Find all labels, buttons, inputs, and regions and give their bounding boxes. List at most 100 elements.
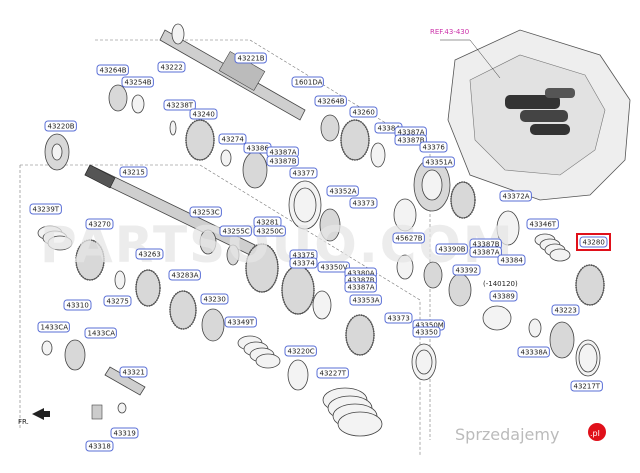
part-label[interactable]: 43392 [452, 264, 481, 276]
part-number-text: 43387B [398, 137, 425, 145]
part-number-text: 43310 [67, 302, 89, 310]
part-label[interactable]: 43389 [489, 290, 518, 302]
part-number-text: 43260 [353, 109, 375, 117]
fork-shaft-and-bolts [91, 366, 146, 420]
part-label-box [384, 312, 413, 324]
part-number-text: 43281 [257, 219, 279, 227]
part-label-box [570, 380, 603, 392]
part-label[interactable]: 43387A [344, 281, 377, 293]
part-number-text: 43352A [330, 188, 357, 196]
part-label[interactable]: 43321 [119, 366, 148, 378]
part-label[interactable]: 43372A [499, 190, 532, 202]
part-number-text: 43274 [222, 136, 245, 144]
part-number-text: 43389 [493, 293, 515, 301]
part-label-box [135, 248, 164, 260]
part-label[interactable]: 43373 [349, 197, 378, 209]
part-label[interactable]: 43255C [219, 225, 252, 237]
part-label[interactable]: 43250C [253, 225, 286, 237]
highlight-box [576, 233, 611, 251]
part-label[interactable]: 43254B [121, 76, 154, 88]
part-label[interactable]: 43338A [517, 346, 550, 358]
part-label-box [168, 269, 201, 281]
part-label-box [489, 290, 518, 302]
part-label[interactable]: 43319 [110, 427, 139, 439]
brand-badge-icon [588, 423, 606, 441]
part-label[interactable]: 43373 [384, 312, 413, 324]
part-label[interactable]: 43238T [163, 99, 196, 111]
part-label-box [435, 243, 468, 255]
part-label[interactable]: 43384 [497, 254, 526, 266]
transmission-housing [440, 29, 631, 201]
part-label-box [189, 206, 222, 218]
part-label[interactable]: 43280 [579, 236, 608, 248]
part-label[interactable]: 43374 [289, 257, 318, 269]
part-label[interactable]: 43230 [200, 293, 229, 305]
part-label[interactable]: 43350V [317, 261, 350, 273]
part-number-text: 43250C [257, 228, 284, 236]
part-label[interactable]: 43353A [349, 294, 382, 306]
part-label[interactable]: 43227T [316, 367, 349, 379]
part-label[interactable]: 43217T [570, 380, 603, 392]
part-label[interactable]: 43283A [168, 269, 201, 281]
arrow-icon [32, 408, 50, 420]
part-label-box [497, 254, 526, 266]
part-label[interactable]: 43274 [218, 133, 247, 145]
part-label[interactable]: 43221B [234, 52, 267, 64]
part-label[interactable]: 43270 [85, 218, 114, 230]
part-label[interactable]: 43275 [103, 295, 132, 307]
part-label[interactable]: 43387A [469, 246, 502, 258]
part-number-text: 43374 [293, 260, 316, 268]
part-label-box [284, 345, 317, 357]
part-label[interactable]: 43310 [63, 299, 92, 311]
part-label[interactable]: 43390B [435, 243, 468, 255]
part-label-box [189, 108, 218, 120]
part-number-text: 43350V [321, 264, 348, 272]
part-label[interactable]: 45627B [392, 232, 425, 244]
part-label[interactable]: 43220B [44, 120, 77, 132]
part-label[interactable]: 43253C [189, 206, 222, 218]
part-label-box [29, 203, 62, 215]
part-number-text: 43392 [456, 267, 478, 275]
reference-label: REF.43-430 [430, 28, 469, 36]
part-label[interactable]: 43318 [85, 440, 114, 452]
part-label[interactable]: 43349T [224, 316, 257, 328]
part-label[interactable]: 1433CA [84, 327, 117, 339]
part-label-box [224, 316, 257, 328]
part-label-box [394, 134, 427, 146]
part-label[interactable]: 43351A [422, 156, 455, 168]
part-label-box [84, 327, 117, 339]
part-number-text: 43240 [193, 111, 215, 119]
part-label[interactable]: 43350 [412, 326, 441, 338]
part-number-text: 43263 [139, 251, 161, 259]
part-label[interactable]: 43387B [394, 134, 427, 146]
part-label[interactable]: 43260 [349, 106, 378, 118]
part-label[interactable]: 43240 [189, 108, 218, 120]
part-label[interactable]: 43223 [551, 304, 580, 316]
part-number-text: 43283A [172, 272, 199, 280]
part-label-box [326, 185, 359, 197]
part-label[interactable]: 43376 [419, 141, 448, 153]
part-label[interactable]: 43239T [29, 203, 62, 215]
part-label-box [316, 367, 349, 379]
part-label[interactable]: 43387B [266, 155, 299, 167]
part-label[interactable]: 43377 [289, 167, 318, 179]
part-label[interactable]: 43264B [314, 95, 347, 107]
part-label[interactable]: 1433CA [37, 321, 70, 333]
note-label: (-140120) [483, 280, 518, 288]
part-label[interactable]: 43352A [326, 185, 359, 197]
part-label-box [412, 326, 441, 338]
part-number-text: 43253C [193, 209, 220, 217]
part-number-text: 43338A [521, 349, 548, 357]
part-label[interactable]: 43263 [135, 248, 164, 260]
part-label[interactable]: 43220C [284, 345, 317, 357]
part-label-box [253, 225, 286, 237]
brand-suffix: .pl [590, 429, 600, 438]
part-label-box [85, 218, 114, 230]
part-label[interactable]: 43222 [157, 61, 186, 73]
part-number-text: 43380A [348, 270, 375, 278]
part-label[interactable]: 43215 [119, 166, 148, 178]
part-label[interactable]: 1601DA [291, 76, 324, 88]
part-label[interactable]: 43264B [96, 64, 129, 76]
part-label-box [317, 261, 350, 273]
part-label[interactable]: 43346T [526, 218, 559, 230]
